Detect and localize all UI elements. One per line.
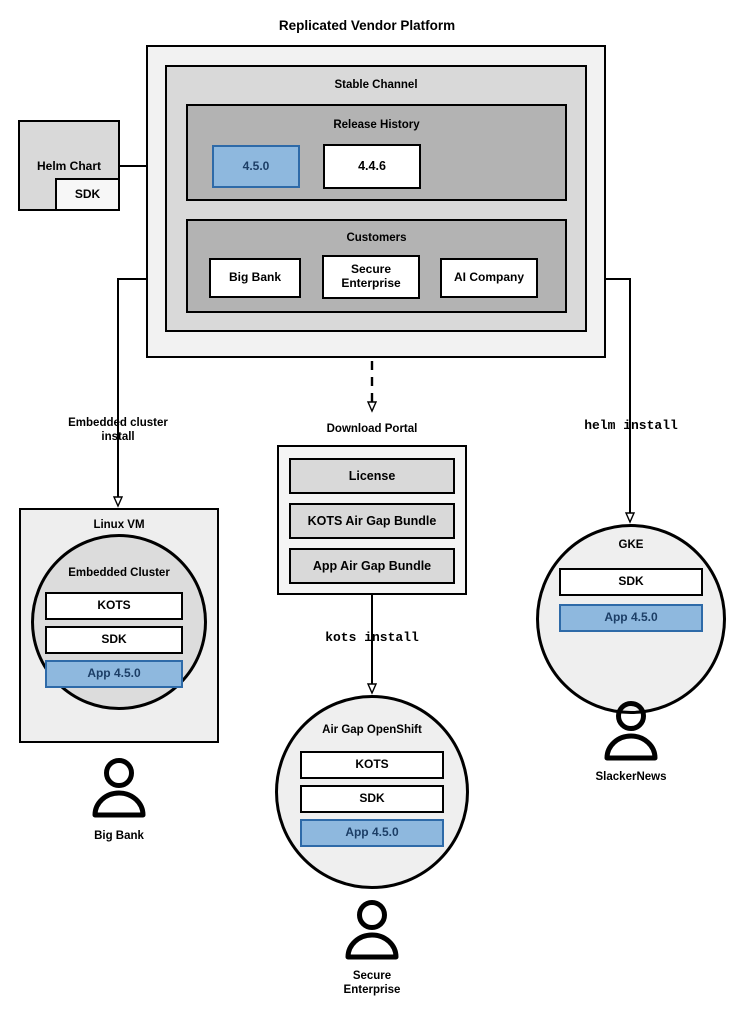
gke-component-sdk[interactable]: SDK — [559, 568, 703, 596]
helm-install-label: helm install — [584, 418, 678, 433]
embedded-cluster-install-label: Embedded cluster install — [68, 417, 168, 443]
airgap-component-app[interactable]: App 4.5.0 — [300, 819, 444, 847]
stable-channel-label: Stable Channel — [334, 79, 418, 91]
linuxvm-component-kots[interactable]: KOTS — [45, 592, 183, 620]
user-icon-slackernews — [604, 701, 658, 761]
page-title: Replicated Vendor Platform — [278, 18, 456, 33]
user-label-slackernews: SlackerNews — [595, 771, 667, 783]
download-portal-label: Download Portal — [326, 423, 418, 435]
embedded-cluster-label: Embedded Cluster — [68, 567, 170, 579]
customers-label: Customers — [346, 232, 407, 244]
download-portal-item-license[interactable]: License — [289, 458, 455, 494]
linux-vm-label: Linux VM — [93, 519, 145, 531]
user-label-big-bank: Big Bank — [94, 830, 144, 842]
airgap-component-sdk[interactable]: SDK — [300, 785, 444, 813]
airgap-openshift-label: Air Gap OpenShift — [322, 724, 422, 736]
user-icon-secure-enterprise — [345, 900, 399, 960]
customer-box-secure-enterprise[interactable]: Secure Enterprise — [322, 255, 420, 299]
gke-component-app[interactable]: App 4.5.0 — [559, 604, 703, 632]
helm-chart-sdk-box[interactable]: SDK — [55, 178, 120, 211]
download-portal-item-app-airgap-bundle[interactable]: App Air Gap Bundle — [289, 548, 455, 584]
linuxvm-component-sdk[interactable]: SDK — [45, 626, 183, 654]
release-box-4-5-0[interactable]: 4.5.0 — [212, 145, 300, 188]
release-history-label: Release History — [333, 119, 420, 131]
airgap-component-kots[interactable]: KOTS — [300, 751, 444, 779]
download-portal-item-kots-airgap-bundle[interactable]: KOTS Air Gap Bundle — [289, 503, 455, 539]
release-box-4-4-6[interactable]: 4.4.6 — [323, 144, 421, 189]
user-label-secure-enterprise: Secure Enterprise — [343, 970, 401, 996]
gke-label: GKE — [618, 539, 644, 551]
customer-box-big-bank[interactable]: Big Bank — [209, 258, 301, 298]
linuxvm-component-app[interactable]: App 4.5.0 — [45, 660, 183, 688]
customer-box-ai-company[interactable]: AI Company — [440, 258, 538, 298]
user-icon-big-bank — [92, 758, 146, 818]
kots-install-label: kots install — [325, 630, 419, 645]
